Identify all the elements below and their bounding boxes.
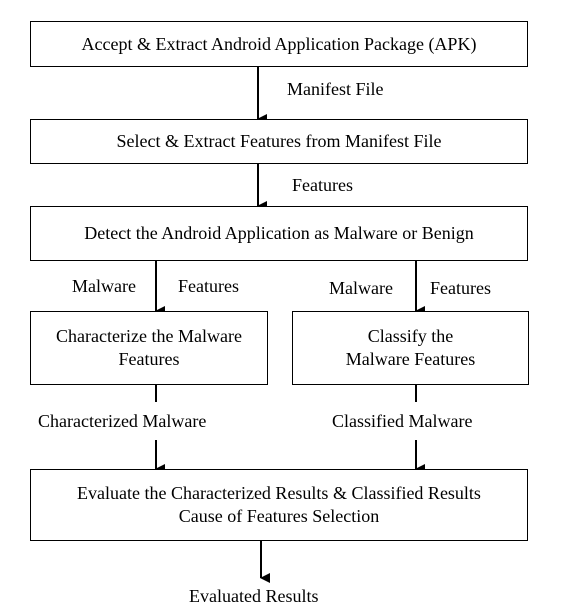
manifest-file-label: Manifest File — [287, 79, 384, 99]
characterize-malware-features-box: Characterize the Malware Features — [30, 311, 268, 385]
classified-malware-label: Classified Malware — [332, 411, 473, 431]
malware-label-left: Malware — [72, 276, 136, 296]
malware-label-right: Malware — [329, 278, 393, 298]
features-label-right: Features — [430, 278, 491, 298]
classify-text-line-2: Malware Features — [345, 349, 476, 369]
accept-extract-apk-text: Accept & Extract Android Application Pac… — [81, 33, 477, 54]
select-extract-features-box: Select & Extract Features from Manifest … — [30, 119, 528, 164]
classify-text-line-1: Classify the — [367, 326, 454, 346]
characterized-malware-label: Characterized Malware — [38, 411, 207, 431]
evaluated-results-label: Evaluated Results — [189, 586, 319, 606]
classify-malware-features-box: Classify the Malware Features — [292, 311, 529, 385]
select-extract-features-text: Select & Extract Features from Manifest … — [116, 131, 442, 151]
evaluate-text-line-1: Evaluate the Characterized Results & Cla… — [77, 483, 481, 503]
evaluate-results-box: Evaluate the Characterized Results & Cla… — [30, 469, 528, 541]
detect-malware-benign-box: Detect the Android Application as Malwar… — [30, 206, 528, 261]
characterize-text-line-1: Characterize the Malware — [56, 326, 242, 346]
detect-malware-benign-text: Detect the Android Application as Malwar… — [84, 223, 474, 243]
accept-extract-apk-box: Accept & Extract Android Application Pac… — [30, 21, 528, 67]
characterize-text-line-2: Features — [118, 349, 180, 369]
features-label-left: Features — [178, 276, 239, 296]
features-label-1: Features — [292, 175, 353, 195]
evaluate-text-line-2: Cause of Features Selection — [178, 506, 380, 526]
